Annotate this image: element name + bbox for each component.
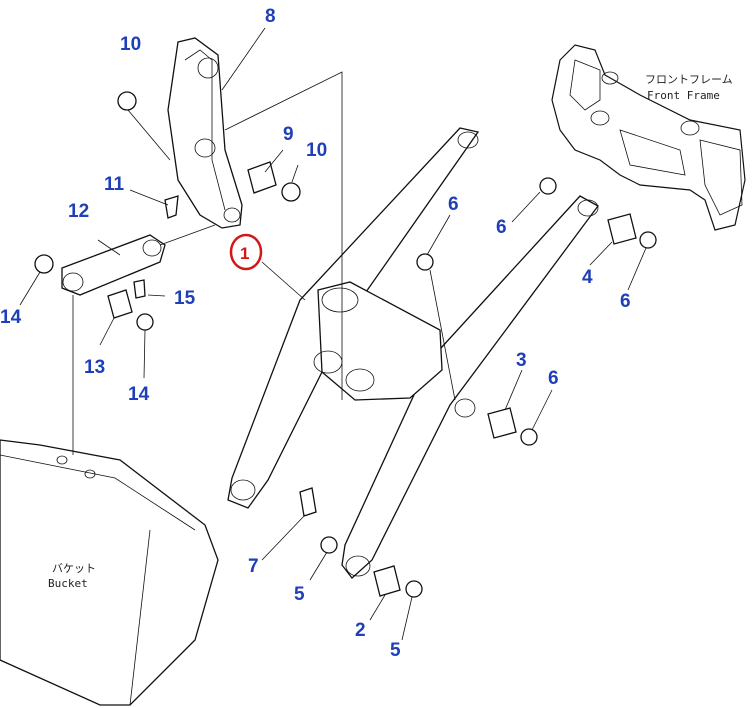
seal-14-lower — [136, 313, 154, 331]
small-parts — [34, 91, 657, 598]
callout-6-lower[interactable]: 6 — [548, 368, 559, 389]
seal-6-center — [416, 253, 434, 271]
bushing-4 — [607, 213, 637, 245]
seal-10-right — [281, 182, 301, 202]
bell-crank — [167, 37, 243, 229]
callout-13[interactable]: 13 — [84, 357, 105, 378]
callout-8[interactable]: 8 — [265, 6, 276, 27]
grease-fitting-7 — [299, 487, 317, 517]
main-part-highlight-circle — [229, 233, 263, 271]
seal-6-right — [639, 231, 657, 249]
callout-12[interactable]: 12 — [68, 201, 89, 222]
seal-14-left — [34, 254, 54, 274]
front-frame-caption-en: Front Frame — [647, 89, 720, 102]
callout-10-right[interactable]: 10 — [306, 140, 327, 161]
bucket-caption-jp: バケット — [52, 562, 96, 575]
callout-9[interactable]: 9 — [283, 124, 294, 145]
callout-6-upper[interactable]: 6 — [496, 217, 507, 238]
front-frame-caption-jp: フロントフレーム — [645, 73, 733, 86]
seal-5-bottom — [405, 580, 423, 598]
seal-10-top — [117, 91, 137, 111]
callout-4[interactable]: 4 — [582, 267, 593, 288]
bucket-caption-en: Bucket — [48, 577, 88, 590]
callout-3[interactable]: 3 — [516, 350, 527, 371]
bushing-3 — [487, 407, 517, 439]
seal-5-top — [320, 536, 338, 554]
bushing-13 — [107, 289, 133, 319]
callout-14-left[interactable]: 14 — [0, 307, 22, 328]
callout-6-center[interactable]: 6 — [448, 194, 459, 215]
lift-arm — [227, 127, 599, 579]
callout-5-left[interactable]: 5 — [294, 584, 305, 605]
callout-7[interactable]: 7 — [248, 556, 259, 577]
grease-fitting-11 — [164, 195, 179, 219]
callout-5-bottom[interactable]: 5 — [390, 640, 401, 661]
callout-10-top[interactable]: 10 — [120, 34, 141, 55]
callout-6-right[interactable]: 6 — [620, 291, 631, 312]
front-frame — [551, 44, 746, 231]
callout-14-lower[interactable]: 14 — [128, 384, 150, 405]
grease-fitting-15 — [133, 279, 146, 299]
callout-15[interactable]: 15 — [174, 288, 196, 309]
leader-lines — [19, 27, 647, 641]
bushing-2 — [373, 565, 401, 597]
bucket — [0, 439, 219, 706]
seal-6-lower — [520, 428, 538, 446]
callout-11[interactable]: 11 — [104, 174, 125, 195]
callout-2[interactable]: 2 — [355, 620, 366, 641]
seal-6-top — [539, 177, 557, 195]
bushing-9 — [247, 161, 277, 194]
callout-1[interactable]: 1 — [240, 244, 249, 263]
link — [61, 234, 166, 296]
